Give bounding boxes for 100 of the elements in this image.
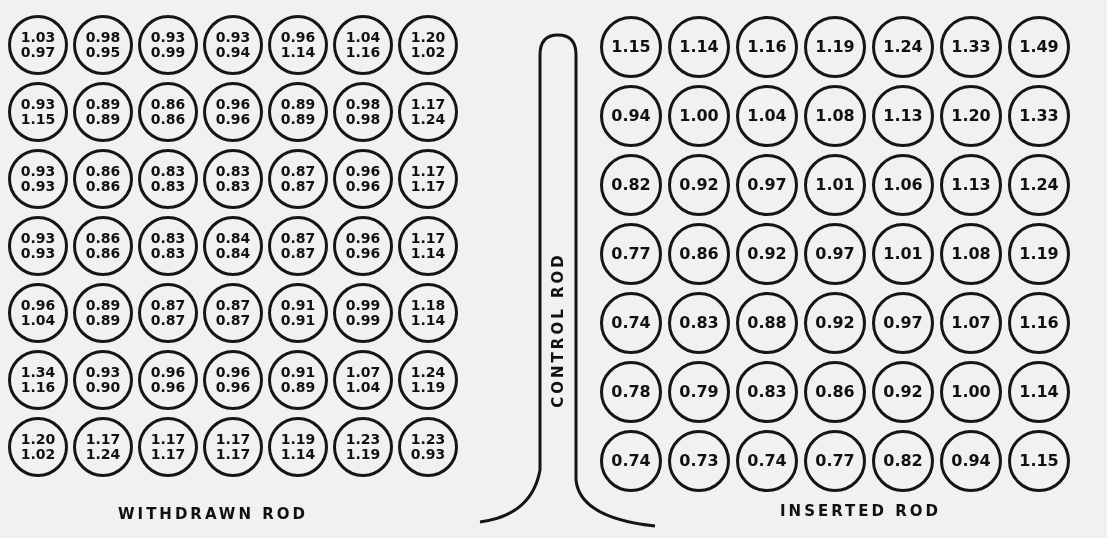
rod-circle [398,216,458,276]
rod-circle [8,82,68,142]
rod-circle [872,223,934,285]
value-text: 1.17 [85,431,121,447]
value-text: 0.97 [815,245,855,263]
value-text: 1.49 [1019,38,1059,56]
value-text: 1.16 [20,380,56,396]
value-text: 1.15 [611,38,651,56]
value-text: 0.89 [85,297,121,313]
value-text: 0.93 [20,230,56,246]
value-text: 1.07 [345,364,381,380]
rod-circle [268,283,328,343]
rod-circle [138,82,198,142]
value-text: 0.96 [215,364,251,380]
value-text: 0.96 [215,96,251,112]
value-text: 0.93 [20,246,56,262]
value-text: 0.87 [150,297,186,313]
value-text: 0.93 [150,29,186,45]
value-text: 1.34 [20,364,56,380]
grid-caption: WITHDRAWN ROD [118,505,308,523]
value-text: 0.86 [85,230,121,246]
value-text: 1.06 [883,176,923,194]
rod-circle [1008,16,1070,78]
value-text: 1.17 [410,179,446,195]
rod-circle [1008,430,1070,492]
rod-circle [600,430,662,492]
value-text: 0.82 [611,176,651,194]
value-text: 0.96 [150,364,186,380]
value-text: 0.99 [150,45,186,61]
rod-circle [736,223,798,285]
rod-label: CONTROL ROD [549,252,567,408]
rod-circle [8,417,68,477]
value-text: 0.93 [85,364,121,380]
rod-circle [1008,223,1070,285]
rod-circle [203,149,263,209]
value-text: 0.87 [280,179,316,195]
value-text: 0.87 [280,163,316,179]
value-text: 1.19 [410,380,446,396]
value-text: 0.98 [345,112,381,128]
value-text: 0.96 [345,179,381,195]
value-text: 1.33 [951,38,991,56]
value-text: 1.16 [1019,314,1059,332]
value-text: 0.83 [747,383,787,401]
value-text: 0.88 [747,314,787,332]
rod-circle [736,361,798,423]
value-text: 0.92 [815,314,855,332]
value-text: 1.13 [951,176,991,194]
value-text: 1.19 [1019,245,1059,263]
rod-circle [872,85,934,147]
rod-circle [600,16,662,78]
rod-circle [940,292,1002,354]
rod-circle [940,430,1002,492]
value-text: 0.86 [85,246,121,262]
value-text: 0.98 [345,96,381,112]
rod-circle [804,154,866,216]
value-text: 0.87 [215,297,251,313]
rod-circle [138,149,198,209]
value-text: 0.98 [85,29,121,45]
rod-circle [203,350,263,410]
value-text: 1.19 [280,431,316,447]
value-text: 0.96 [150,380,186,396]
rod-circle [138,417,198,477]
rod-circle [398,149,458,209]
value-text: 0.96 [345,163,381,179]
value-text: 1.15 [20,112,56,128]
value-text: 0.91 [280,364,316,380]
rod-circle [8,149,68,209]
rod-circle [736,292,798,354]
rod-circle [1008,85,1070,147]
rod-circle [333,82,393,142]
value-text: 1.33 [1019,107,1059,125]
value-text: 1.14 [410,313,446,329]
value-text: 0.83 [679,314,719,332]
rod-circle [8,216,68,276]
value-text: 1.16 [747,38,787,56]
rod-circle [872,361,934,423]
value-text: 0.86 [85,179,121,195]
value-text: 1.04 [345,380,381,396]
value-text: 0.93 [215,29,251,45]
rod-circle [600,154,662,216]
value-text: 0.89 [85,112,121,128]
value-text: 1.16 [345,45,381,61]
value-text: 1.23 [410,431,446,447]
rod-circle [73,216,133,276]
rod-circle [398,417,458,477]
value-text: 0.96 [215,380,251,396]
rod-circle [333,417,393,477]
value-text: 0.83 [150,230,186,246]
value-text: 1.24 [1019,176,1059,194]
value-text: 0.97 [20,45,56,61]
rod-circle [333,283,393,343]
value-text: 0.89 [85,96,121,112]
rod-circle [668,292,730,354]
value-text: 0.84 [215,246,251,262]
rod-circle [736,154,798,216]
value-text: 0.83 [150,163,186,179]
value-text: 1.03 [20,29,56,45]
value-text: 1.08 [951,245,991,263]
value-text: 0.87 [280,230,316,246]
rod-circle [668,154,730,216]
